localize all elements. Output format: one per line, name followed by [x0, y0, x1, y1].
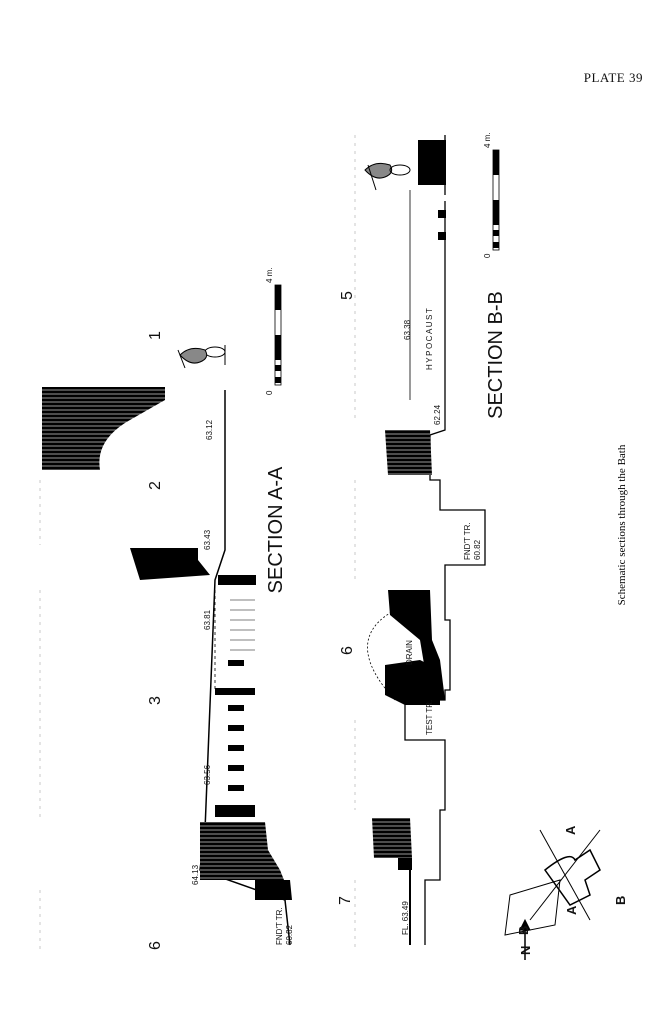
north-arrow-icon	[519, 918, 531, 960]
room-number-2: 2	[147, 481, 164, 490]
elevation-63-56: 63.56	[203, 764, 212, 785]
room-number-6-b: 6	[339, 646, 356, 655]
labels-section-a: SECTION A-A 1 2 3 6 63.12 63.43 63.81 63…	[147, 267, 294, 950]
wall-room-7-base	[398, 858, 412, 870]
foundation-label-a: FND'T TR.	[275, 907, 284, 945]
elevation-62-24: 62.24	[433, 404, 442, 425]
scale-bar-b	[492, 149, 500, 251]
wall-room-7	[372, 818, 412, 858]
human-figure-icon	[177, 345, 226, 369]
room-number-6: 6	[147, 941, 164, 950]
hypocaust-pillars-room-3	[215, 575, 256, 817]
north-label: N	[518, 946, 533, 955]
scale-bar-a	[274, 284, 282, 386]
scale-a-end: 4 m.	[265, 267, 274, 283]
section-line-b	[529, 829, 601, 921]
human-figure-icon	[364, 162, 411, 191]
section-b-ground-line	[404, 135, 486, 945]
foundation-label-b: FND'T TR.	[463, 522, 472, 560]
elevation-64-13: 64.13	[191, 864, 200, 885]
scale-b-zero: 0	[483, 253, 492, 258]
section-b-title: SECTION B-B	[485, 291, 507, 419]
hypocaust-label: HYPOCAUST	[425, 307, 434, 370]
scale-b-end: 4 m.	[483, 132, 492, 148]
marker-a-1: A	[564, 905, 579, 915]
marker-b-2: B	[516, 926, 531, 935]
section-a-a	[39, 345, 292, 950]
room-number-3: 3	[147, 696, 164, 705]
wall-drain-lower	[385, 660, 440, 705]
plate-caption: Schematic sections through the Bath	[616, 444, 628, 605]
plate-label: PLATE 39	[583, 70, 643, 85]
hypocaust-dashes	[230, 599, 255, 651]
marker-a-2: A	[563, 825, 578, 835]
test-trench-label: TEST TR.	[425, 700, 434, 735]
elevation-63-81: 63.81	[203, 609, 212, 630]
drain-arch	[367, 609, 396, 701]
section-b-b	[354, 135, 486, 950]
elevation-63-43: 63.43	[203, 529, 212, 550]
marker-b-1: B	[613, 896, 628, 905]
room-number-7: 7	[337, 896, 354, 905]
section-a-title: SECTION A-A	[265, 466, 287, 593]
drain-label: DRAIN	[405, 640, 414, 665]
elevation-63-12: 63.12	[205, 419, 214, 440]
wall-room-5	[418, 140, 446, 240]
scale-a-zero: 0	[265, 390, 274, 395]
room-number-1: 1	[147, 331, 164, 340]
room-number-5: 5	[339, 291, 356, 300]
floor-elevation-label: FL. 63.49	[401, 901, 410, 935]
foundation-value-a: 60.82	[285, 924, 294, 945]
wall-room-2-3	[130, 548, 210, 580]
wall-room-5-6	[385, 430, 432, 475]
vault-mass-room-2	[42, 387, 165, 470]
labels-key-plan: N A A B B	[516, 825, 628, 955]
foundation-value-b: 60.82	[473, 539, 482, 560]
labels-section-b: SECTION B-B 5 6 7 63.38 62.24 HYPOCAUST …	[337, 132, 507, 935]
wall-base-room-6	[255, 880, 292, 900]
elevation-63-38: 63.38	[403, 319, 412, 340]
key-plan	[504, 829, 601, 936]
